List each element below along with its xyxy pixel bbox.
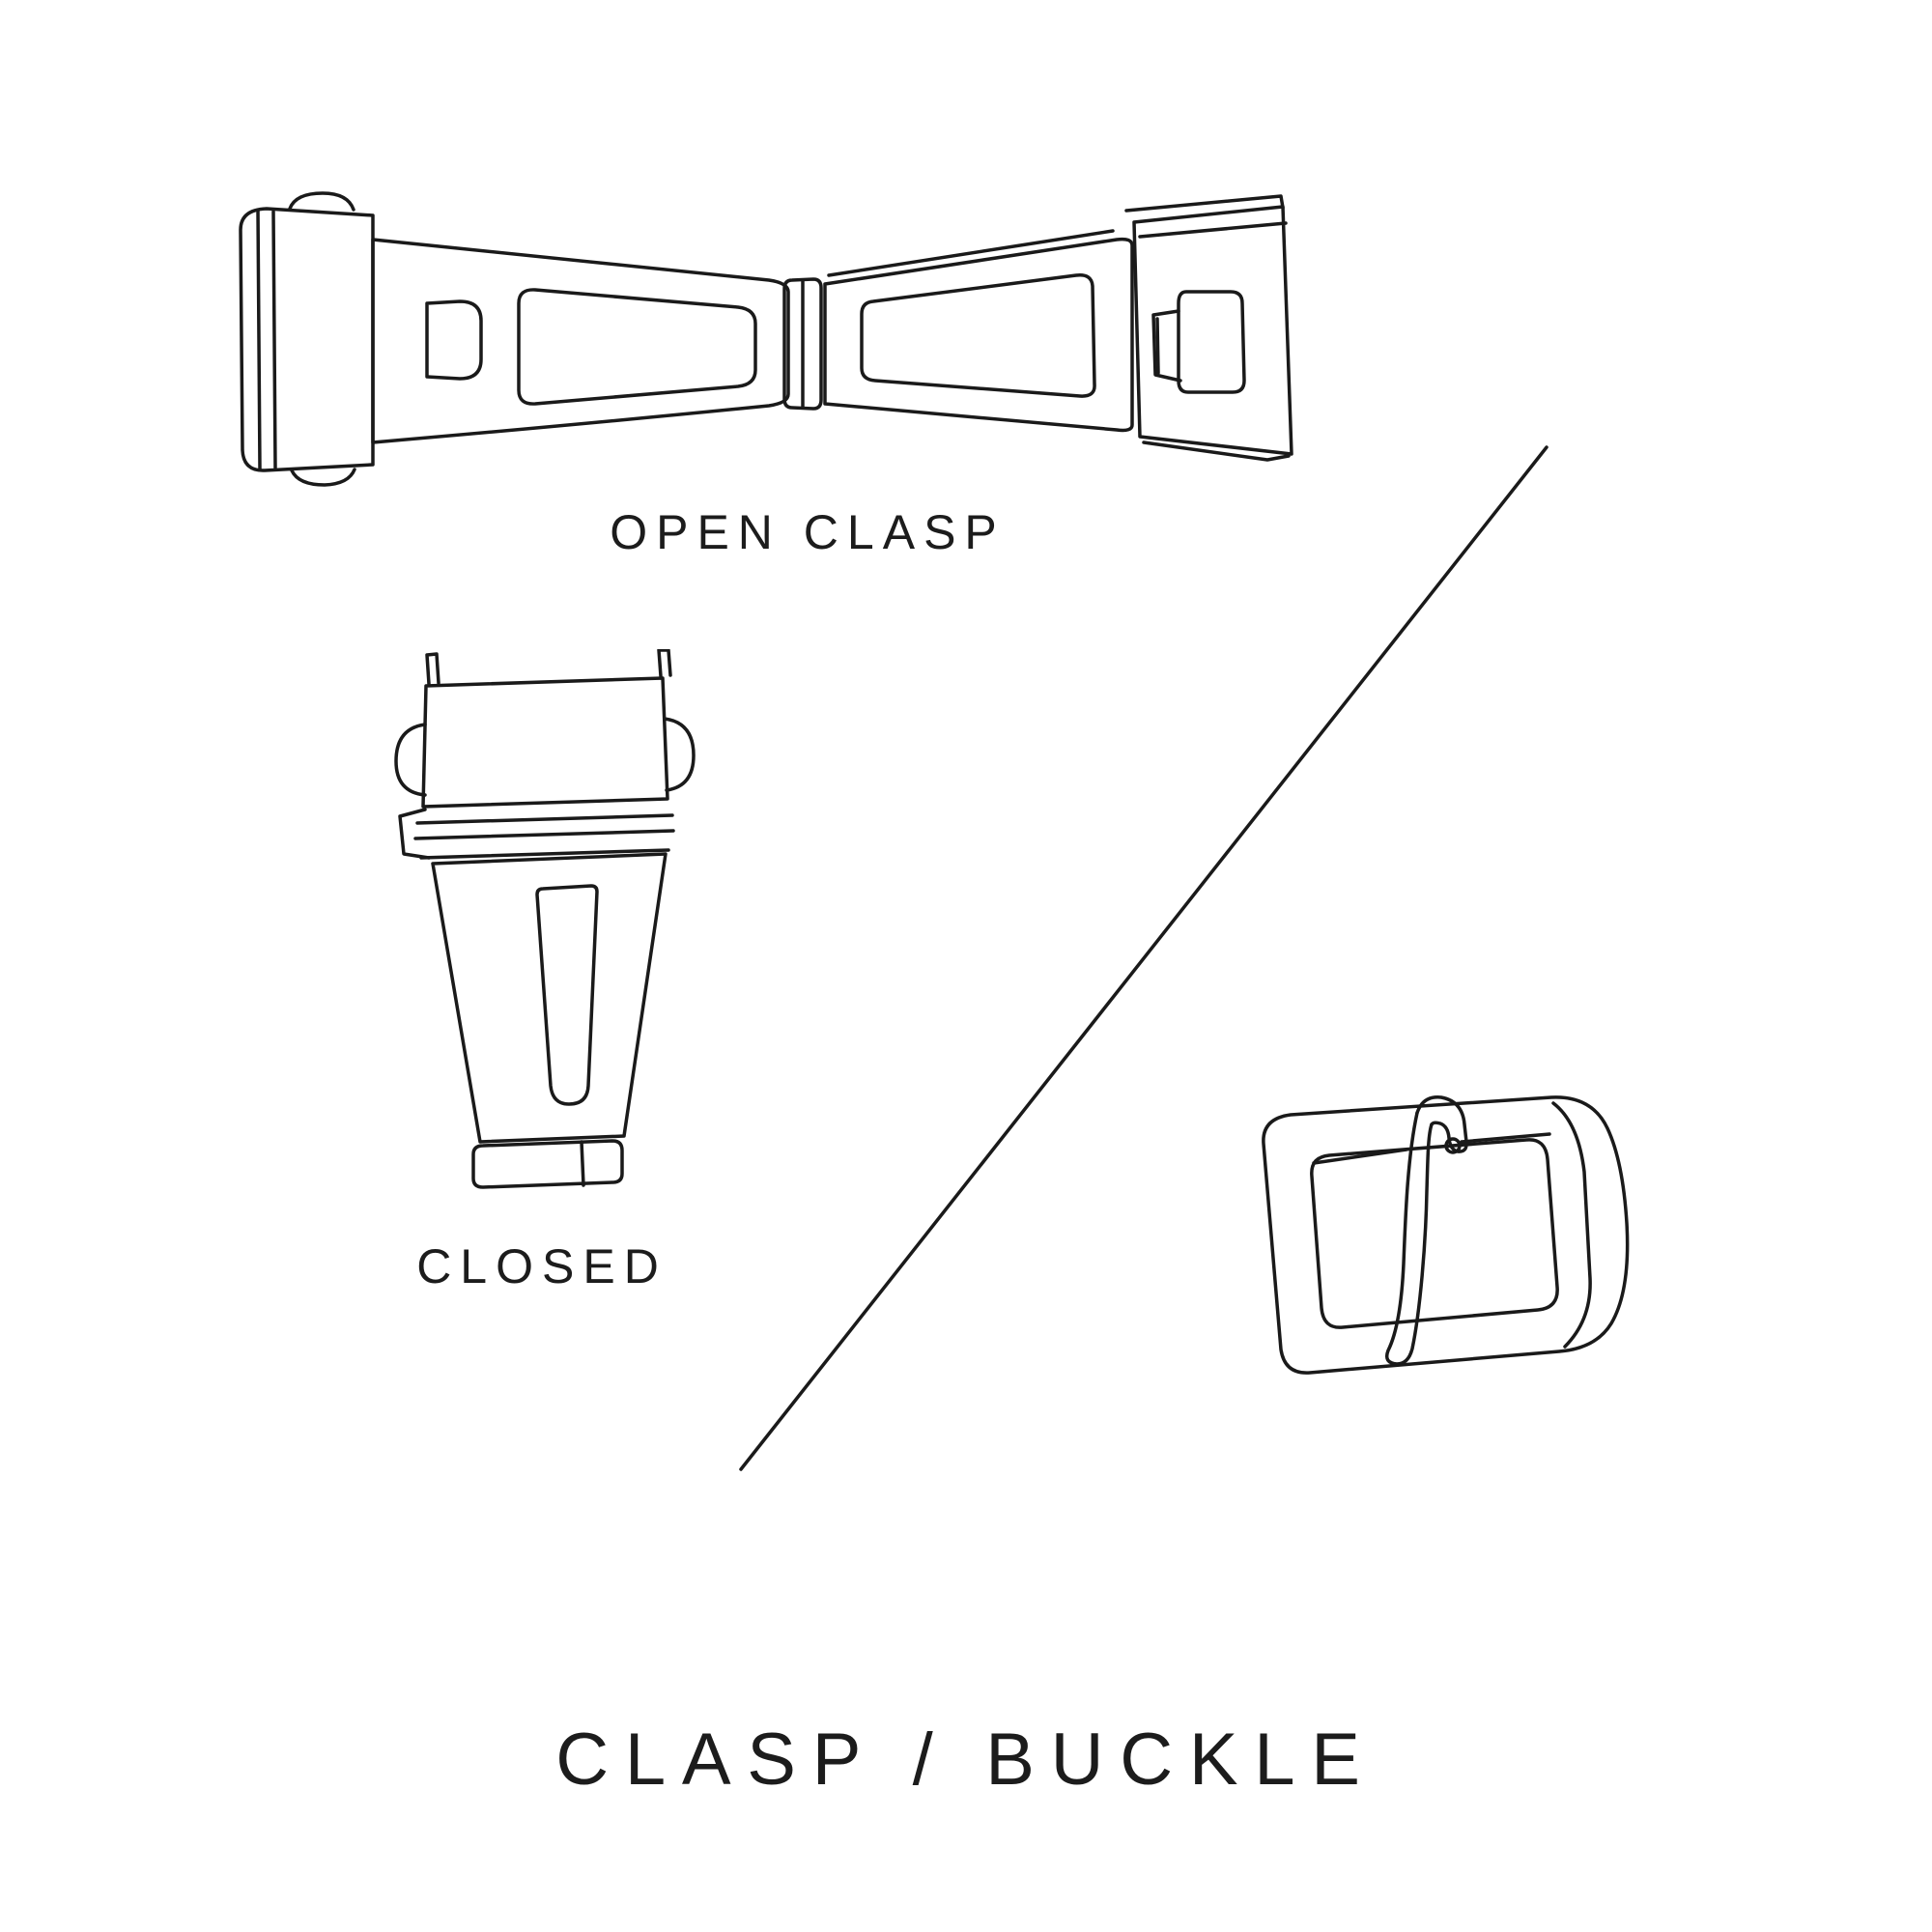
open-clasp-illustration	[239, 191, 1293, 487]
open-clasp-line-art	[239, 191, 1293, 487]
page-title: CLASP / BUCKLE	[555, 1719, 1377, 1801]
tang-buckle-line-art	[1262, 1095, 1630, 1375]
closed-clasp-illustration	[394, 649, 696, 1189]
closed-clasp-line-art	[394, 649, 696, 1189]
tang-buckle-illustration	[1262, 1095, 1630, 1375]
open-clasp-label: OPEN CLASP	[610, 505, 1006, 559]
closed-clasp-label: CLOSED	[416, 1239, 668, 1293]
